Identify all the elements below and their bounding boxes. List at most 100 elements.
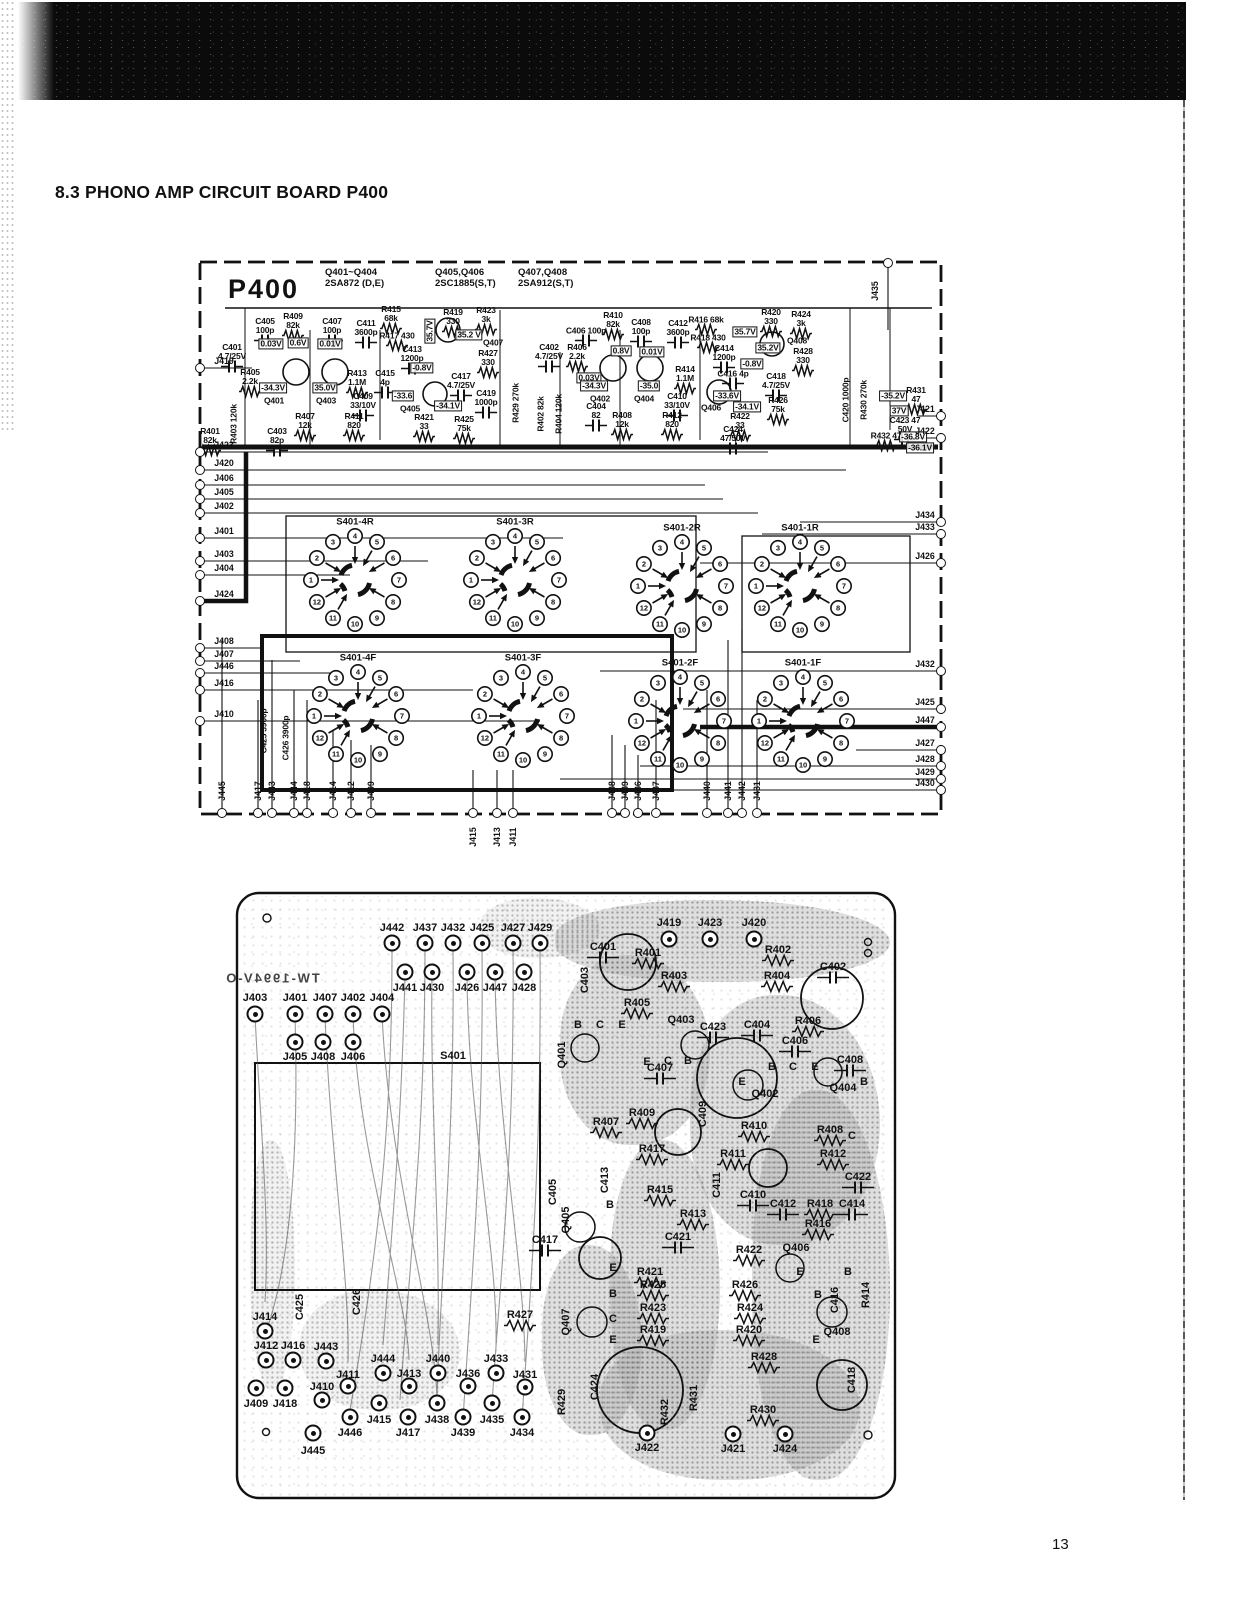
component-label: -34.3V <box>580 380 608 392</box>
jack-label-J403: J403 <box>214 549 234 559</box>
resistor-symbol <box>636 1288 670 1308</box>
capacitor-symbol <box>584 419 608 438</box>
capacitor-symbol <box>665 409 689 428</box>
svg-text:8: 8 <box>839 739 843 748</box>
resistor-symbol <box>379 320 403 341</box>
svg-text:10: 10 <box>351 620 359 629</box>
resistor-symbol <box>476 364 500 385</box>
pcb-component-label: C405 <box>547 1178 559 1206</box>
component-label: R414 1.1M <box>675 363 695 383</box>
pcb-component-label: C407 <box>646 1062 674 1074</box>
jack-label-J429: J429 <box>915 767 935 777</box>
svg-text:8: 8 <box>394 734 398 743</box>
resistor-symbol <box>660 426 684 447</box>
pcb-pad-J403 <box>246 1005 264 1023</box>
resistor-symbol <box>874 437 898 458</box>
pcb-component-label: C418 <box>846 1366 858 1394</box>
pcb-pad-J428 <box>515 963 533 981</box>
resistor-symbol <box>696 339 720 360</box>
component-label: Q402 <box>590 393 610 404</box>
svg-text:2: 2 <box>483 690 487 699</box>
capacitor-symbol <box>666 336 690 355</box>
component-label: -35.0 <box>637 380 661 392</box>
jack-terminal-J408 <box>195 643 205 653</box>
component-label: 35.7V <box>732 326 758 338</box>
svg-text:11: 11 <box>774 620 782 629</box>
svg-text:4: 4 <box>678 673 683 682</box>
component-label: C413 1200p <box>400 343 424 363</box>
pcb-component-label: C402 <box>819 961 847 973</box>
transistor-group-devices: Q407,Q408 <box>518 267 568 278</box>
svg-text:11: 11 <box>777 755 785 764</box>
pcb-pad-J435 <box>483 1394 501 1412</box>
jack-terminal-J437 <box>651 808 661 818</box>
pcb-component-label: R404 <box>763 970 791 982</box>
jack-terminal-J422 <box>936 433 946 443</box>
jack-label-J425: J425 <box>915 697 935 707</box>
capacitor-symbol <box>833 1064 867 1083</box>
pcb-jack-label-J436: J436 <box>455 1368 481 1380</box>
pcb-component-label: R411 <box>720 1148 746 1160</box>
svg-text:8: 8 <box>391 598 395 607</box>
svg-text:1: 1 <box>477 712 481 721</box>
resistor-symbol <box>791 362 815 383</box>
jack-label-J401: J401 <box>214 526 234 536</box>
svg-text:2: 2 <box>640 695 644 704</box>
component-label: R405 2.2k <box>240 366 260 386</box>
switch-label-S401-1R: S401-1R <box>781 522 819 534</box>
pcb-component-label: R402 <box>764 944 792 956</box>
component-label: C408 100p <box>631 316 651 336</box>
pcb-component-label: C414 <box>838 1198 866 1210</box>
jack-terminal-J428 <box>936 761 946 771</box>
pcb-copper-blob <box>300 1290 460 1410</box>
svg-text:12: 12 <box>758 604 766 613</box>
page-number: 13 <box>1052 1536 1069 1553</box>
capacitor-symbol <box>265 444 289 463</box>
jack-label-J406: J406 <box>214 473 234 483</box>
jack-terminal-J404 <box>195 570 205 580</box>
jack-terminal-J411 <box>508 808 518 818</box>
svg-text:7: 7 <box>722 717 726 726</box>
capacitor-symbol <box>766 1208 800 1227</box>
pcb-component-label: C <box>664 1055 672 1067</box>
pcb-component-label: S401 <box>440 1050 466 1062</box>
pcb-component-label: R407 <box>592 1116 620 1128</box>
pcb-jack-label-J447: J447 <box>482 982 508 994</box>
transistor-group-type: 2SC1885(S,T) <box>435 278 496 290</box>
resistor-symbol <box>503 1318 537 1338</box>
svg-text:6: 6 <box>716 695 720 704</box>
component-label: R423 3k <box>476 304 496 324</box>
pcb-component-label: E <box>609 1334 617 1346</box>
pcb-component-label: R417 <box>638 1143 666 1155</box>
component-label: -33.6V <box>713 390 741 402</box>
jack-terminal-J441 <box>723 808 733 818</box>
component-label: R411 820 <box>344 410 364 430</box>
component-label: C409 33/10V <box>350 390 376 410</box>
jack-terminal-J427 <box>936 745 946 755</box>
jack-label-J417: J417 <box>253 781 263 801</box>
transistor-group-1: Q401~Q404 2SA872 (D,E) <box>325 267 384 289</box>
pcb-copper-blob <box>690 995 880 1245</box>
jack-terminal-J433 <box>936 529 946 539</box>
component-label: C417 4.7/25V <box>447 370 475 390</box>
svg-text:9: 9 <box>375 614 379 623</box>
capacitor-symbol <box>736 1199 770 1218</box>
jack-terminal-J403 <box>195 556 205 566</box>
resistor-symbol <box>631 956 665 976</box>
resistor-symbol <box>589 1125 623 1145</box>
pcb-pad-J438 <box>428 1394 446 1412</box>
pcb-pad-J425 <box>473 934 491 952</box>
component-label: 37V <box>889 405 909 417</box>
pcb-component-label: Q402 <box>751 1088 779 1100</box>
svg-text:7: 7 <box>842 582 846 591</box>
capacitor-symbol <box>835 1208 869 1227</box>
pcb-pad-J442 <box>383 934 401 952</box>
pcb-jack-label-J438: J438 <box>424 1414 450 1426</box>
resistor-symbol <box>813 1133 847 1153</box>
pcb-jack-label-J417: J417 <box>395 1427 421 1439</box>
pcb-pad-J414 <box>256 1322 274 1340</box>
component-label: C426 3900p <box>280 715 291 761</box>
switch-label-S401-2F: S401-2F <box>661 657 699 669</box>
component-label: C405 100p <box>255 315 275 335</box>
